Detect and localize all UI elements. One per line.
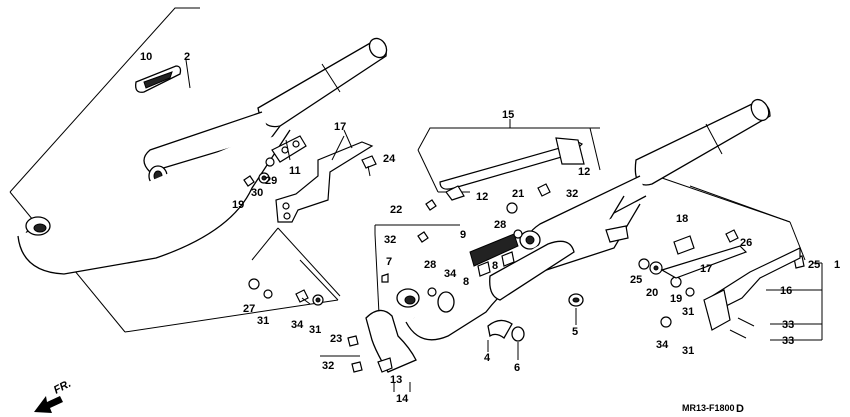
- label-part-13: 13: [390, 374, 402, 386]
- label-part-34b: 34: [656, 339, 669, 351]
- label-part-10: 9: [460, 229, 466, 241]
- label-part-29: 29: [265, 175, 277, 187]
- right-hardware: [347, 183, 805, 373]
- label-part-22: 19: [232, 199, 244, 211]
- right-muffler-assembly: [396, 98, 771, 341]
- label-part-6: 6: [514, 362, 520, 374]
- label-part-31a: 31: [257, 315, 269, 327]
- left-hardware: [243, 155, 377, 306]
- label-part-32c: 32: [322, 360, 334, 372]
- label-part-7: 7: [386, 256, 392, 268]
- label-part-32a: 32: [566, 188, 578, 200]
- label-part-19: 19: [670, 293, 682, 305]
- label-part-8a: 8: [492, 260, 498, 272]
- label-part-32b: 32: [384, 234, 396, 246]
- front-direction-marker: FR.: [34, 378, 73, 413]
- label-part-24: 23: [330, 333, 342, 345]
- right-leader-lines: [320, 262, 823, 392]
- left-assembly-frame: [9, 7, 339, 333]
- part-9-emblem: [135, 65, 182, 93]
- part-labels: 10 2 17 24 11 29 30 19 27 31 34 31 15 12…: [140, 51, 840, 405]
- label-part-26: 26: [740, 237, 752, 249]
- label-part-27: 27: [243, 303, 255, 315]
- left-muffler-assembly: [17, 37, 388, 275]
- left-leader-lines: [185, 59, 345, 297]
- label-part-16: 16: [780, 285, 792, 297]
- part-17-stay-bracket: [275, 129, 374, 223]
- label-part-23b: 22: [390, 204, 402, 216]
- part-15-frame: [417, 119, 601, 201]
- label-part-5: 5: [572, 326, 578, 338]
- label-part-30: 30: [251, 187, 263, 199]
- label-part-18: 17: [700, 263, 712, 275]
- label-part-20: 20: [646, 287, 658, 299]
- direction-label: FR.: [52, 378, 73, 397]
- label-part-11: 11: [289, 165, 301, 177]
- diagram-code: MR13-F1800 D: [682, 403, 744, 415]
- label-part-1: 1: [834, 259, 840, 271]
- label-part-2: 2: [184, 51, 190, 63]
- label-part-21: 18: [676, 213, 688, 225]
- label-part-15: 15: [502, 109, 514, 121]
- label-part-34a: 34: [291, 319, 304, 331]
- arrow-icon: [34, 396, 63, 413]
- label-part-31d: 31: [682, 345, 694, 357]
- label-part-31c: 31: [682, 306, 694, 318]
- label-part-28a: 28: [494, 219, 506, 231]
- label-part-12b: 12: [476, 191, 488, 203]
- label-part-25c: 25: [630, 274, 642, 286]
- label-part-23a: 21: [512, 188, 524, 200]
- label-part-33b: 33: [782, 335, 794, 347]
- label-part-3: 34: [444, 268, 457, 280]
- label-part-8b: 8: [463, 276, 469, 288]
- label-part-31b: 31: [309, 324, 321, 336]
- diagram-code-suffix: D: [736, 403, 744, 415]
- label-part-17: 17: [334, 121, 346, 133]
- label-part-25b: 25: [808, 259, 820, 271]
- label-part-4: 4: [484, 352, 491, 364]
- label-part-9: 10: [140, 51, 152, 63]
- label-part-14: 14: [396, 393, 409, 405]
- diagram-code-text: MR13-F1800: [682, 403, 735, 413]
- label-part-25a: 24: [383, 153, 396, 165]
- label-part-12a: 12: [578, 166, 590, 178]
- label-part-33a: 33: [782, 319, 794, 331]
- right-brackets: [660, 235, 801, 339]
- label-part-28b: 28: [424, 259, 436, 271]
